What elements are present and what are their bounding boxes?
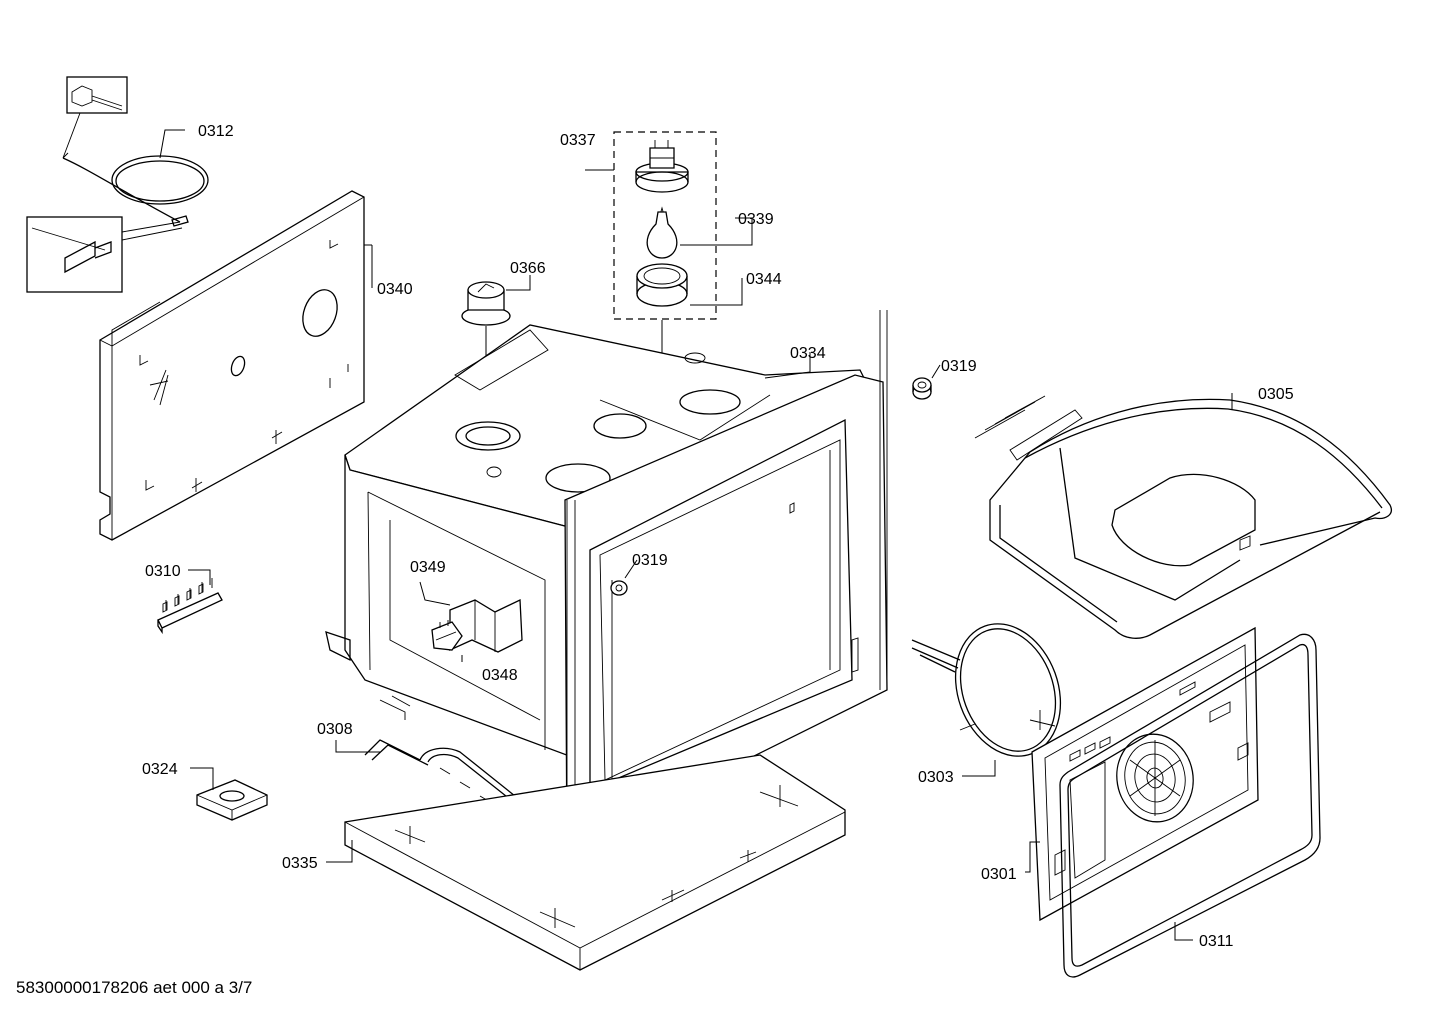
thermal-fuse-part bbox=[431, 620, 463, 651]
part-label-0335: 0335 bbox=[282, 855, 318, 872]
part-label-0334: 0334 bbox=[790, 345, 826, 362]
switch-block-part bbox=[157, 578, 223, 635]
part-label-0324: 0324 bbox=[142, 761, 178, 778]
bushing-part-inner bbox=[610, 580, 628, 596]
leader-lines bbox=[159, 129, 1233, 941]
part-label-0344: 0344 bbox=[746, 271, 782, 288]
rear-wall-fan-cover-part bbox=[1031, 626, 1259, 922]
part-labels: 0312 0340 0310 0337 0339 0344 0366 0334 … bbox=[142, 123, 1294, 950]
bottom-plate-part bbox=[344, 754, 846, 971]
part-label-0348: 0348 bbox=[482, 667, 518, 684]
heater-bracket-part bbox=[449, 598, 523, 653]
part-label-0339: 0339 bbox=[738, 211, 774, 228]
back-panel-part bbox=[99, 190, 365, 541]
ring-heating-element-part bbox=[911, 623, 1062, 757]
spacer-plate-part bbox=[196, 779, 268, 821]
top-heating-element-part bbox=[974, 395, 1392, 639]
part-label-0301: 0301 bbox=[981, 866, 1017, 883]
part-label-0319-top: 0319 bbox=[941, 358, 977, 375]
part-label-0311: 0311 bbox=[1199, 933, 1234, 950]
drawing-reference-number: 58300000178206 aet 000 a 3/7 bbox=[16, 978, 253, 997]
part-label-0310: 0310 bbox=[145, 563, 181, 580]
part-label-0319-inner: 0319 bbox=[632, 552, 668, 569]
part-label-0349: 0349 bbox=[410, 559, 446, 576]
part-label-0366: 0366 bbox=[510, 260, 546, 277]
part-label-0303: 0303 bbox=[918, 769, 954, 786]
oven-door-seal-part bbox=[1059, 633, 1321, 978]
temperature-sensor-part bbox=[26, 76, 209, 293]
bushing-part-top bbox=[912, 377, 932, 400]
part-label-0308: 0308 bbox=[317, 721, 353, 738]
oven-lamp-assembly bbox=[613, 131, 717, 400]
oven-cavity-part bbox=[325, 310, 888, 862]
part-label-0340: 0340 bbox=[377, 281, 413, 298]
part-label-0312: 0312 bbox=[198, 123, 234, 140]
part-label-0337: 0337 bbox=[560, 132, 596, 149]
part-label-0305: 0305 bbox=[1258, 386, 1294, 403]
